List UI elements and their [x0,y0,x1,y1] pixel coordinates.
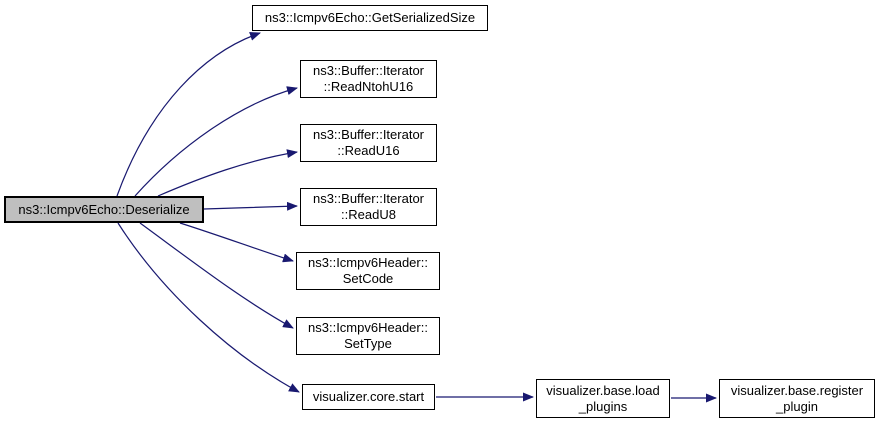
node-readntohu16[interactable]: ns3::Buffer::Iterator ::ReadNtohU16 [300,60,437,98]
node-readu16[interactable]: ns3::Buffer::Iterator ::ReadU16 [300,124,437,162]
node-deserialize: ns3::Icmpv6Echo::Deserialize [4,196,204,223]
node-settype[interactable]: ns3::Icmpv6Header:: SetType [296,317,440,355]
node-loadplugins[interactable]: visualizer.base.load _plugins [536,379,670,418]
edge-deserialize-to-settype [139,222,294,329]
edge-deserialize-to-readu8 [203,201,298,211]
edge-deserialize-to-readntohu16 [134,86,298,197]
edge-deserialize-to-setcode [179,222,294,263]
edge-deserialize-to-readu16 [157,149,298,197]
node-registerplugin[interactable]: visualizer.base.register _plugin [719,379,875,418]
edge-deserialize-to-corestart [117,222,300,393]
node-getserializedsize[interactable]: ns3::Icmpv6Echo::GetSerializedSize [252,5,488,31]
edge-deserialize-to-getserializedsize [116,32,261,197]
node-readu8[interactable]: ns3::Buffer::Iterator ::ReadU8 [300,188,437,226]
node-corestart[interactable]: visualizer.core.start [302,384,435,410]
node-setcode[interactable]: ns3::Icmpv6Header:: SetCode [296,252,440,290]
